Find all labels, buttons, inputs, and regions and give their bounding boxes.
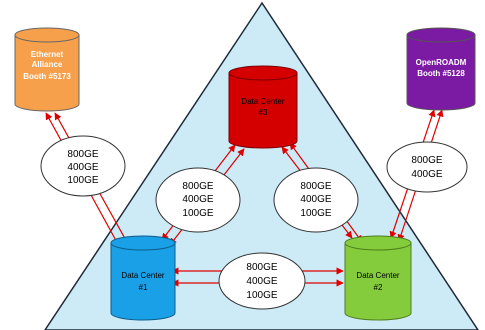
data-center-2: Data Center #2	[344, 235, 412, 321]
rate-label: 400GE	[67, 162, 98, 173]
rate-label: 100GE	[300, 208, 331, 219]
rate-label: 400GE	[182, 194, 213, 205]
dc2-label-line1: Data Center	[356, 271, 399, 280]
openroadm-label-line2: Booth #5128	[417, 69, 465, 78]
rate-label: 400GE	[300, 194, 331, 205]
openroadm-label-line1: OpenROADM	[416, 58, 467, 67]
data-center-1: Data Center #1	[110, 235, 176, 321]
rate-label: 800GE	[300, 181, 331, 192]
rate-label: 800GE	[246, 262, 277, 273]
rate-label: 800GE	[182, 181, 213, 192]
rate-bubble-dc1-dc2: 800GE 400GE 100GE	[218, 252, 306, 310]
rate-label: 400GE	[411, 169, 442, 180]
ea-label-line2: Alliance	[32, 60, 63, 69]
ea-label-line1: Ethernet	[31, 50, 64, 59]
dc1-label-line1: Data Center	[121, 271, 164, 280]
rate-label: 400GE	[246, 276, 277, 287]
rate-label: 800GE	[411, 155, 442, 166]
ea-label-line3: Booth #5173	[23, 72, 71, 81]
rate-bubble-dc3-dc2: 800GE 400GE 100GE	[273, 167, 359, 233]
ethernet-alliance-booth: Ethernet Alliance Booth #5173	[14, 27, 80, 112]
rate-bubble-ea-dc1: 800GE 400GE 100GE	[40, 135, 126, 197]
dc1-label-line2: #1	[139, 283, 148, 292]
rate-label: 100GE	[246, 290, 277, 301]
rate-label: 100GE	[67, 175, 98, 186]
rate-bubble-openroadm-dc2: 800GE 400GE	[386, 141, 468, 193]
rate-label: 800GE	[67, 149, 98, 160]
rate-bubble-dc1-dc3: 800GE 400GE 100GE	[155, 167, 241, 233]
dc3-label-line2: #3	[259, 108, 268, 117]
dc3-label-line1: Data Center	[241, 97, 284, 106]
dc2-label-line2: #2	[374, 283, 383, 292]
rate-label: 100GE	[182, 208, 213, 219]
openroadm-booth: OpenROADM Booth #5128	[406, 27, 476, 111]
data-center-3: Data Center #3	[228, 65, 298, 149]
